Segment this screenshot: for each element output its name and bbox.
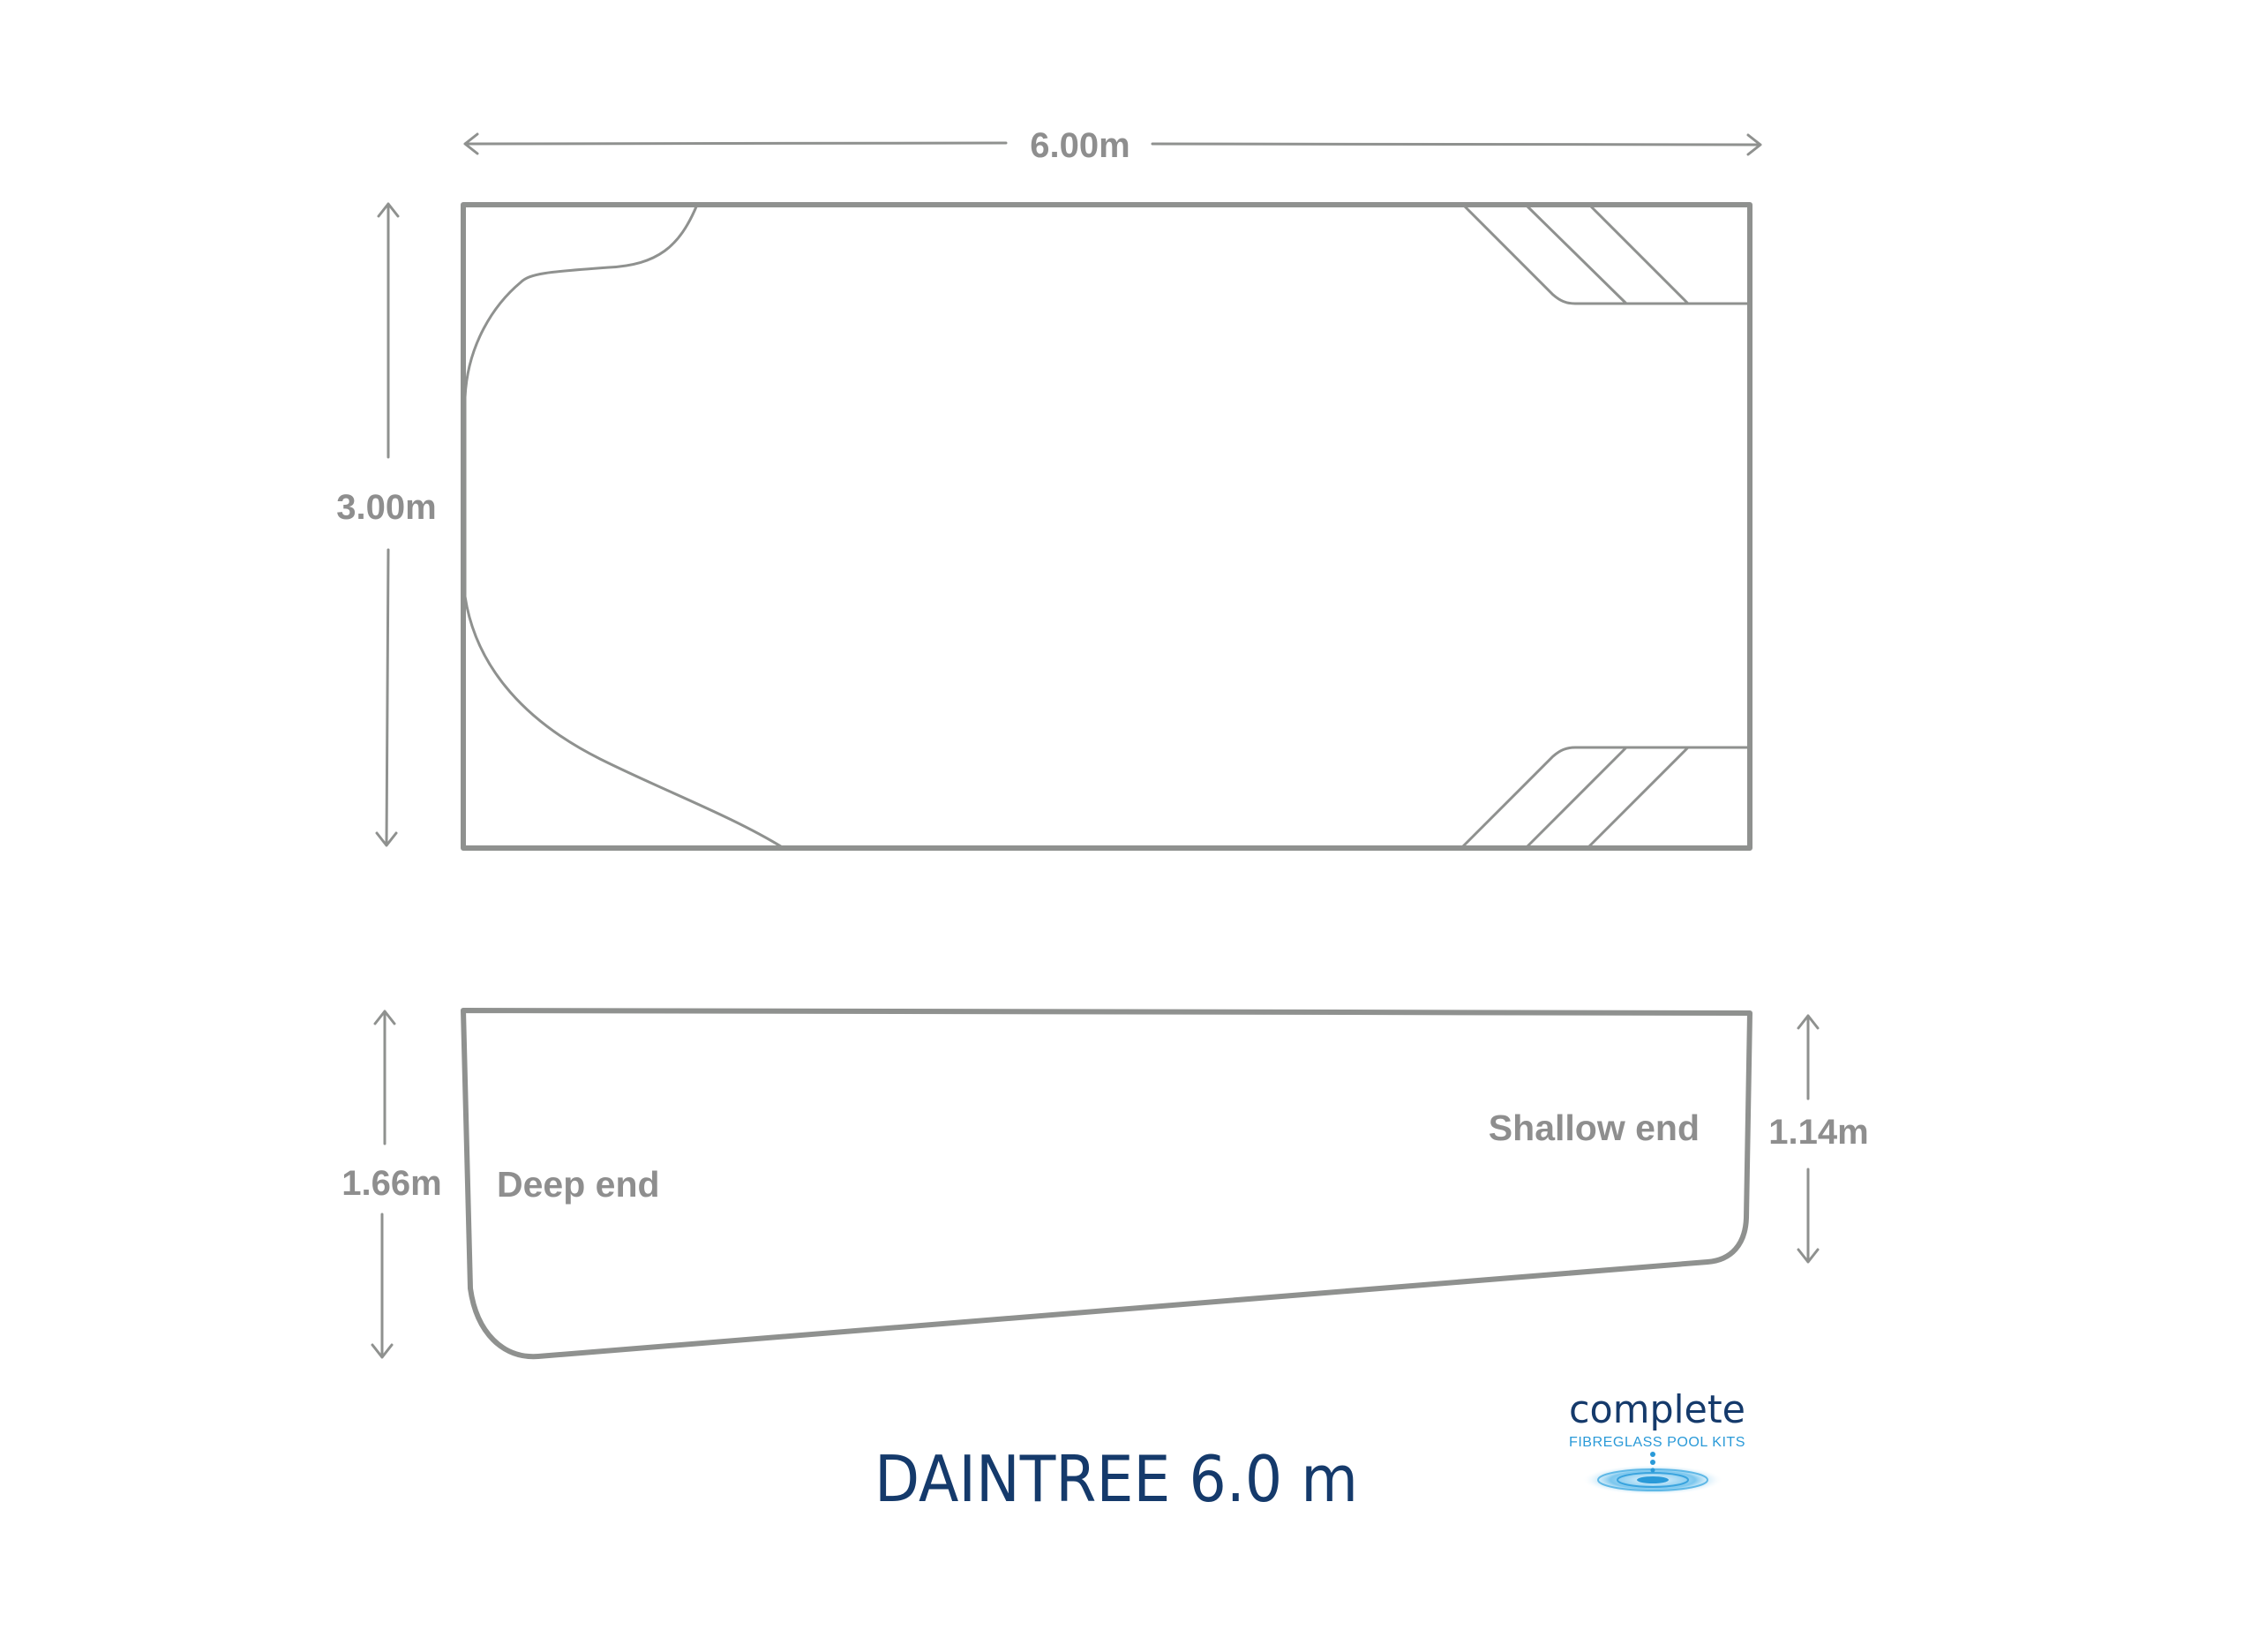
step-line xyxy=(1460,746,1750,849)
shallow-depth-dimension: 1.14m xyxy=(1768,1014,1869,1264)
brand-logo: complete FIBREGLASS POOL KITS xyxy=(1569,1387,1745,1495)
shallow-arrow-bottom xyxy=(1797,1168,1820,1264)
logo-tagline: FIBREGLASS POOL KITS xyxy=(1569,1435,1745,1450)
bottom-steps xyxy=(1460,746,1750,849)
deep-arrow-bottom xyxy=(371,1213,394,1359)
shallow-depth-label: 1.14m xyxy=(1768,1113,1868,1152)
width-dimension: 3.00m xyxy=(336,202,437,847)
deep-depth-label: 1.66m xyxy=(341,1164,441,1203)
pool-plan-outline xyxy=(461,202,1752,851)
top-steps xyxy=(1462,204,1750,305)
shallow-end-label: Shallow end xyxy=(1489,1108,1700,1148)
step-line xyxy=(1525,204,1628,305)
step-line xyxy=(1462,204,1750,305)
shallow-arrow-top xyxy=(1797,1014,1820,1100)
deep-end-bench-curve xyxy=(463,204,784,850)
deep-end-label: Deep end xyxy=(497,1164,660,1205)
logo-wordmark: complete xyxy=(1569,1387,1745,1432)
pool-model-title: DAINTREE 6.0 m xyxy=(874,1442,1358,1516)
width-arrow-bottom xyxy=(375,548,398,847)
step-line xyxy=(1587,746,1690,849)
plan-view: 6.00m 3.00m xyxy=(336,126,1762,851)
length-arrow-right xyxy=(1151,133,1762,156)
length-dimension: 6.00m xyxy=(463,126,1762,165)
pool-section-outline xyxy=(461,1008,1752,1360)
length-label: 6.00m xyxy=(1030,126,1130,165)
step-line xyxy=(1588,204,1690,305)
width-label: 3.00m xyxy=(336,488,436,527)
deep-depth-dimension: 1.66m xyxy=(341,1010,442,1359)
width-arrow-top xyxy=(377,202,400,459)
deep-arrow-top xyxy=(373,1010,396,1145)
length-arrow-left xyxy=(463,132,1008,155)
section-view: 1.66m 1.14m Deep end Shallow end xyxy=(341,1008,1869,1360)
step-line xyxy=(1525,746,1628,849)
water-ripple-icon xyxy=(1582,1452,1723,1495)
